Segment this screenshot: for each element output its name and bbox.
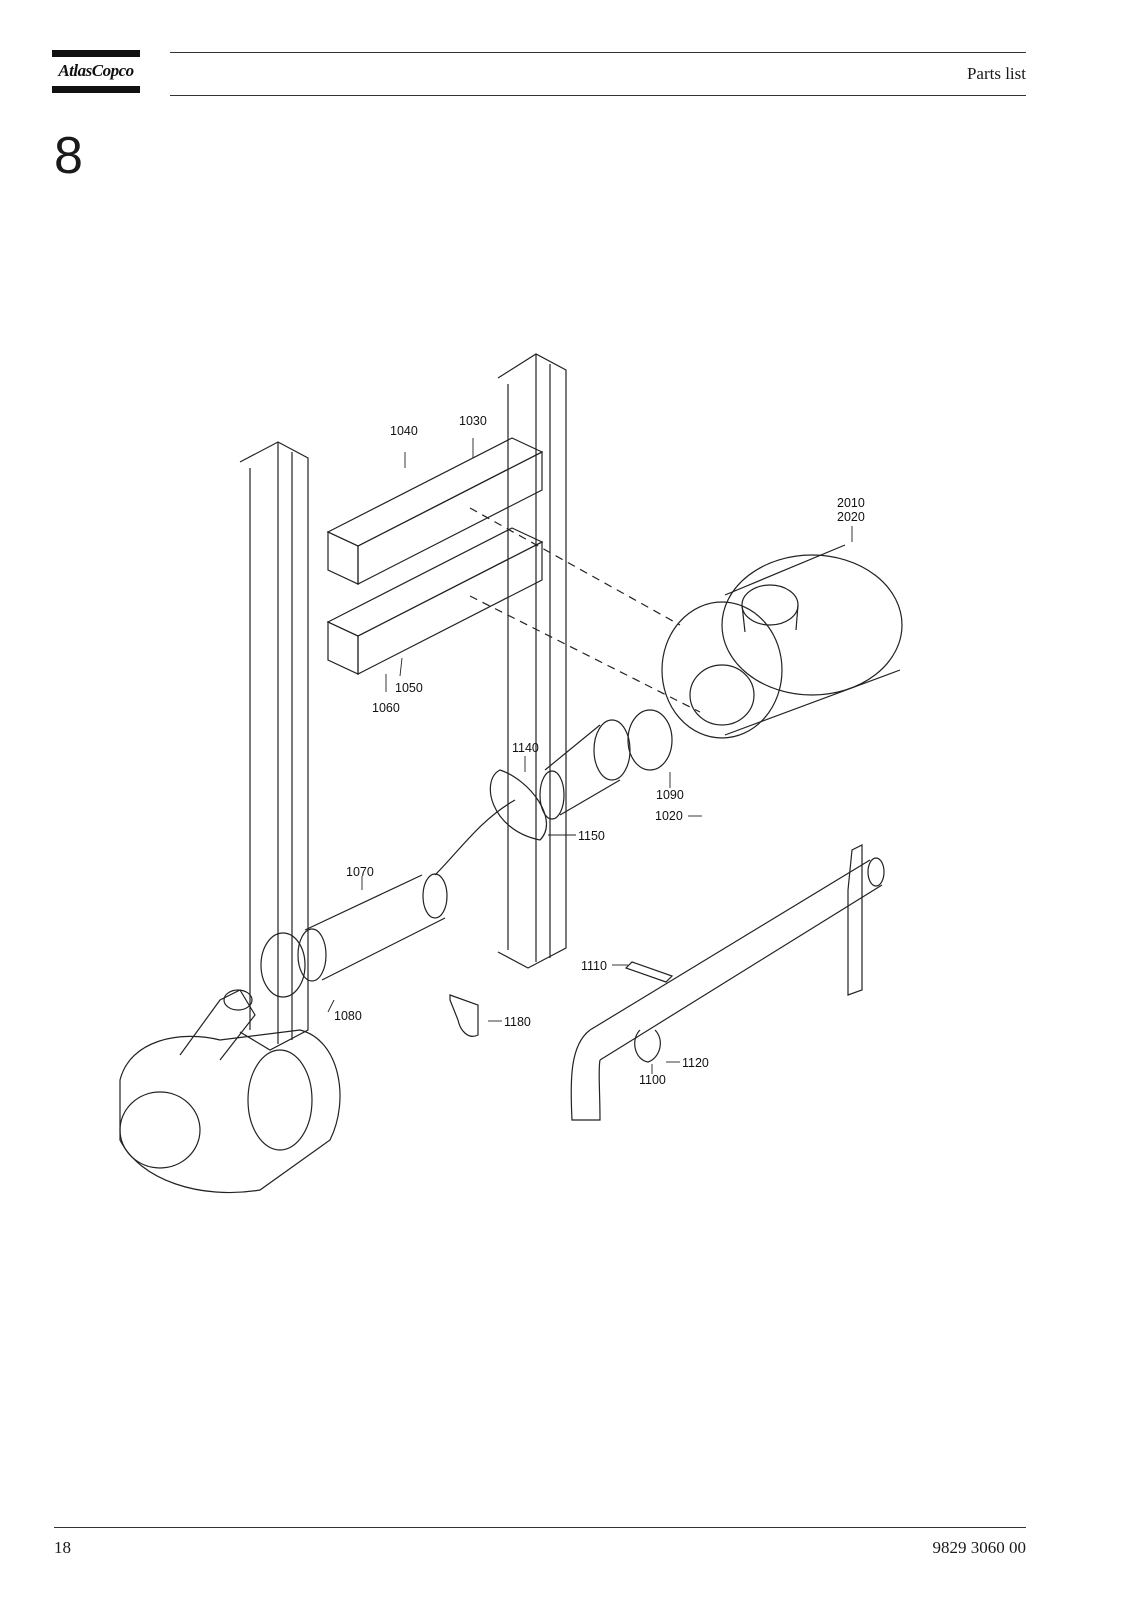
exploded-parts-drawing: 1040 1030 2010 2020 1050 1060 1140 1090 … xyxy=(119,353,903,1194)
leader-lines xyxy=(327,438,853,1074)
lower-cross-beam xyxy=(326,527,544,675)
section-number: 8 xyxy=(54,127,83,185)
callout-1150: 1150 xyxy=(578,829,605,843)
callout-1060: 1060 xyxy=(372,701,400,715)
logo-bar-top xyxy=(52,50,140,57)
footer-rule xyxy=(54,1527,1026,1528)
callout-1050: 1050 xyxy=(395,681,423,695)
callout-2010: 2010 xyxy=(837,496,865,510)
callout-1120: 1120 xyxy=(682,1056,709,1070)
callout-2020: 2020 xyxy=(837,510,865,524)
callout-1100: 1100 xyxy=(639,1073,666,1087)
compressor-element xyxy=(119,989,341,1194)
bracket-1150 xyxy=(489,769,547,841)
callout-1110: 1110 xyxy=(581,959,607,973)
bellows-hose xyxy=(539,719,631,820)
header-rule-bottom xyxy=(170,95,1026,96)
callout-1090: 1090 xyxy=(656,788,684,802)
callout-1030: 1030 xyxy=(459,414,487,428)
intake-pipe xyxy=(297,799,516,982)
callout-1180: 1180 xyxy=(504,1015,531,1029)
clamp-1080 xyxy=(260,932,306,998)
callout-1070: 1070 xyxy=(346,865,374,879)
support-pipe xyxy=(570,844,885,1121)
logo-wordmark: AtlasCopco xyxy=(58,61,134,80)
callout-1040: 1040 xyxy=(390,424,418,438)
page-number: 18 xyxy=(54,1538,71,1557)
header-rule-top xyxy=(170,52,1026,53)
logo-bar-bottom xyxy=(52,86,140,93)
atlas-copco-logo: AtlasCopco xyxy=(52,50,140,94)
alignment-lines xyxy=(469,507,701,713)
clamp-1090 xyxy=(627,709,673,771)
clip-1110 xyxy=(624,961,674,983)
left-frame-post xyxy=(239,441,309,1051)
header-title: Parts list xyxy=(966,64,1026,83)
bracket-1180 xyxy=(449,994,479,1037)
callout-1020: 1020 xyxy=(655,809,683,823)
callout-labels: 1040 1030 2010 2020 1050 1060 1140 1090 … xyxy=(334,414,865,1087)
document-number: 9829 3060 00 xyxy=(932,1538,1027,1557)
callout-1140: 1140 xyxy=(512,741,539,755)
air-filter-housing xyxy=(661,544,903,739)
right-frame-post xyxy=(497,353,567,969)
callout-1080: 1080 xyxy=(334,1009,362,1023)
bracket-1100 xyxy=(634,1029,661,1063)
upper-cross-beam xyxy=(326,437,544,585)
